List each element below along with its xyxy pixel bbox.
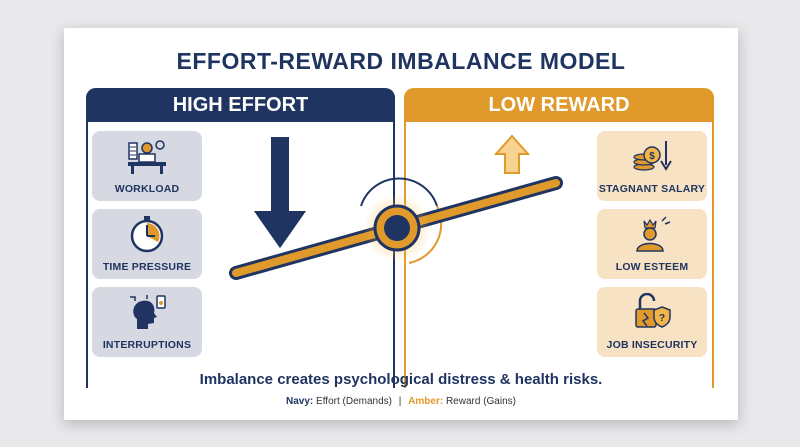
workload-tile: WORKLOAD bbox=[92, 131, 202, 201]
head-distractions-icon bbox=[130, 295, 166, 329]
stagnant-salary-label: STAGNANT SALARY bbox=[598, 183, 706, 195]
diagram-card: EFFORT-REWARD IMBALANCE MODEL HIGH EFFOR… bbox=[64, 28, 738, 420]
job-insecurity-label: JOB INSECURITY bbox=[606, 339, 698, 351]
time-pressure-tile: TIME PRESSURE bbox=[92, 209, 202, 279]
interruptions-label: INTERRUPTIONS bbox=[102, 339, 192, 351]
workload-label: WORKLOAD bbox=[114, 183, 180, 195]
job-insecurity-tile: ? JOB INSECURITY bbox=[597, 287, 707, 357]
fulcrum-arc-navy bbox=[360, 177, 438, 207]
low-reward-panel: LOW REWARD bbox=[404, 88, 714, 388]
time-pressure-label: TIME PRESSURE bbox=[102, 261, 192, 273]
pivot-inner bbox=[384, 215, 410, 241]
legend-amber-label: Amber: bbox=[408, 396, 444, 407]
interruptions-tile: INTERRUPTIONS bbox=[92, 287, 202, 357]
coins-down-arrow-icon: $ bbox=[633, 141, 672, 171]
svg-text:$: $ bbox=[649, 151, 655, 162]
caption: Imbalance creates psychological distress… bbox=[199, 371, 603, 388]
stagnant-salary-tile: $ STAGNANT SALARY bbox=[597, 131, 707, 201]
high-effort-heading: HIGH EFFORT bbox=[86, 88, 395, 122]
legend-navy-text: Effort (Demands) bbox=[316, 396, 392, 407]
low-esteem-tile: LOW ESTEEM bbox=[597, 209, 707, 279]
down-arrow-icon bbox=[250, 135, 310, 252]
diagram-title: EFFORT-REWARD IMBALANCE MODEL bbox=[176, 48, 626, 74]
legend: Navy: Effort (Demands) | Amber: Reward (… bbox=[64, 396, 738, 407]
person-crown-icon bbox=[636, 216, 671, 252]
legend-amber-text: Reward (Gains) bbox=[445, 396, 516, 407]
up-arrow-icon bbox=[493, 134, 531, 174]
desk-worker-icon bbox=[128, 140, 166, 174]
legend-navy-label: Navy: bbox=[286, 396, 314, 407]
legend-separator: | bbox=[398, 396, 402, 407]
svg-text:?: ? bbox=[659, 313, 665, 324]
low-reward-heading: LOW REWARD bbox=[404, 88, 714, 122]
unlocked-padlock-shield-icon: ? bbox=[635, 293, 671, 328]
balance-graphic bbox=[229, 134, 563, 280]
low-esteem-label: LOW ESTEEM bbox=[615, 261, 689, 273]
stopwatch-icon bbox=[130, 216, 164, 253]
